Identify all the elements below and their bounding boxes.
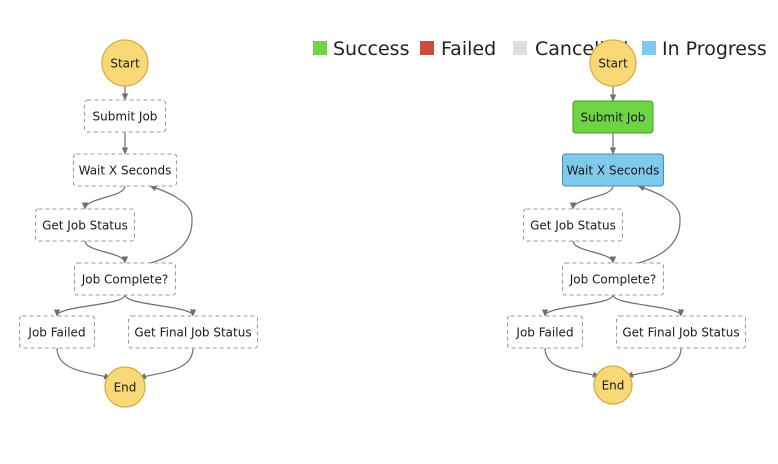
right-edge-complete-to-wait <box>637 185 681 264</box>
legend-swatch-cancelled <box>513 41 527 55</box>
left-edge-final-to-end <box>138 347 194 380</box>
left-edge-failed-to-end <box>56 347 112 380</box>
left-node-start[interactable]: Start <box>101 39 149 87</box>
task-box <box>507 315 583 349</box>
legend-swatch-in-progress <box>642 41 656 55</box>
right-node-final[interactable]: Get Final Job Status <box>616 315 746 349</box>
right-node-get-status[interactable]: Get Job Status <box>523 208 623 242</box>
right-edge-wait-to-get_status <box>569 185 614 210</box>
node-label: Job Complete? <box>569 272 657 286</box>
legend-swatch-success <box>313 41 327 55</box>
left-node-wait[interactable]: Wait X Seconds <box>73 153 177 187</box>
node-label: Submit Job <box>93 109 158 123</box>
node-label: Job Failed <box>515 325 573 339</box>
right-node-start[interactable]: Start <box>589 39 637 87</box>
right-edge-get_status-to-complete <box>572 240 617 264</box>
left-edge-complete-to-final <box>124 294 197 317</box>
left-edge-wait-to-get_status <box>81 185 126 210</box>
task-box <box>19 315 95 349</box>
node-label: Wait X Seconds <box>567 163 660 177</box>
right-node-failed[interactable]: Job Failed <box>507 315 583 349</box>
left-node-failed[interactable]: Job Failed <box>19 315 95 349</box>
left-node-complete[interactable]: Job Complete? <box>74 262 176 296</box>
node-label: Start <box>110 56 140 70</box>
node-label: Get Final Job Status <box>622 325 739 339</box>
left-edge-complete-to-wait <box>149 185 193 264</box>
right-node-complete[interactable]: Job Complete? <box>562 262 664 296</box>
task-box <box>523 208 623 242</box>
node-label: Submit Job <box>581 110 646 124</box>
left-edge-get_status-to-complete <box>84 240 129 264</box>
right-edge-complete-to-failed <box>541 294 614 317</box>
left-edge-complete-to-failed <box>53 294 126 317</box>
left-node-get-status[interactable]: Get Job Status <box>35 208 135 242</box>
task-box <box>84 99 166 133</box>
task-box <box>73 153 177 187</box>
edges-layer <box>53 86 685 380</box>
left-node-end[interactable]: End <box>104 366 146 408</box>
task-box <box>572 100 654 134</box>
terminal-circle <box>104 366 146 408</box>
node-label: Job Failed <box>27 325 85 339</box>
terminal-circle <box>101 39 149 87</box>
legend-label-failed: Failed <box>441 38 496 60</box>
task-box <box>35 208 135 242</box>
node-label: Get Final Job Status <box>134 325 251 339</box>
node-label: End <box>114 380 137 394</box>
right-node-end[interactable]: End <box>593 365 633 405</box>
node-label: End <box>602 378 625 392</box>
right-node-submit[interactable]: Submit Job <box>572 100 654 134</box>
node-label: Start <box>598 56 628 70</box>
task-box <box>128 315 258 349</box>
terminal-circle <box>589 39 637 87</box>
node-label: Get Job Status <box>42 218 128 232</box>
task-box <box>616 315 746 349</box>
right-edge-complete-to-final <box>612 294 685 317</box>
left-node-submit[interactable]: Submit Job <box>84 99 166 133</box>
legend-swatch-failed <box>420 41 434 55</box>
right-edge-failed-to-end <box>544 347 600 378</box>
right-edge-final-to-end <box>626 347 682 378</box>
task-box <box>74 262 176 296</box>
legend-label-in-progress: In Progress <box>662 38 767 60</box>
task-box <box>562 153 664 187</box>
right-node-wait[interactable]: Wait X Seconds <box>562 153 664 187</box>
task-box <box>562 262 664 296</box>
legend-label-success: Success <box>333 38 409 60</box>
node-label: Wait X Seconds <box>79 163 172 177</box>
left-node-final[interactable]: Get Final Job Status <box>128 315 258 349</box>
node-label: Job Complete? <box>81 272 169 286</box>
node-label: Get Job Status <box>530 218 616 232</box>
terminal-circle <box>593 365 633 405</box>
